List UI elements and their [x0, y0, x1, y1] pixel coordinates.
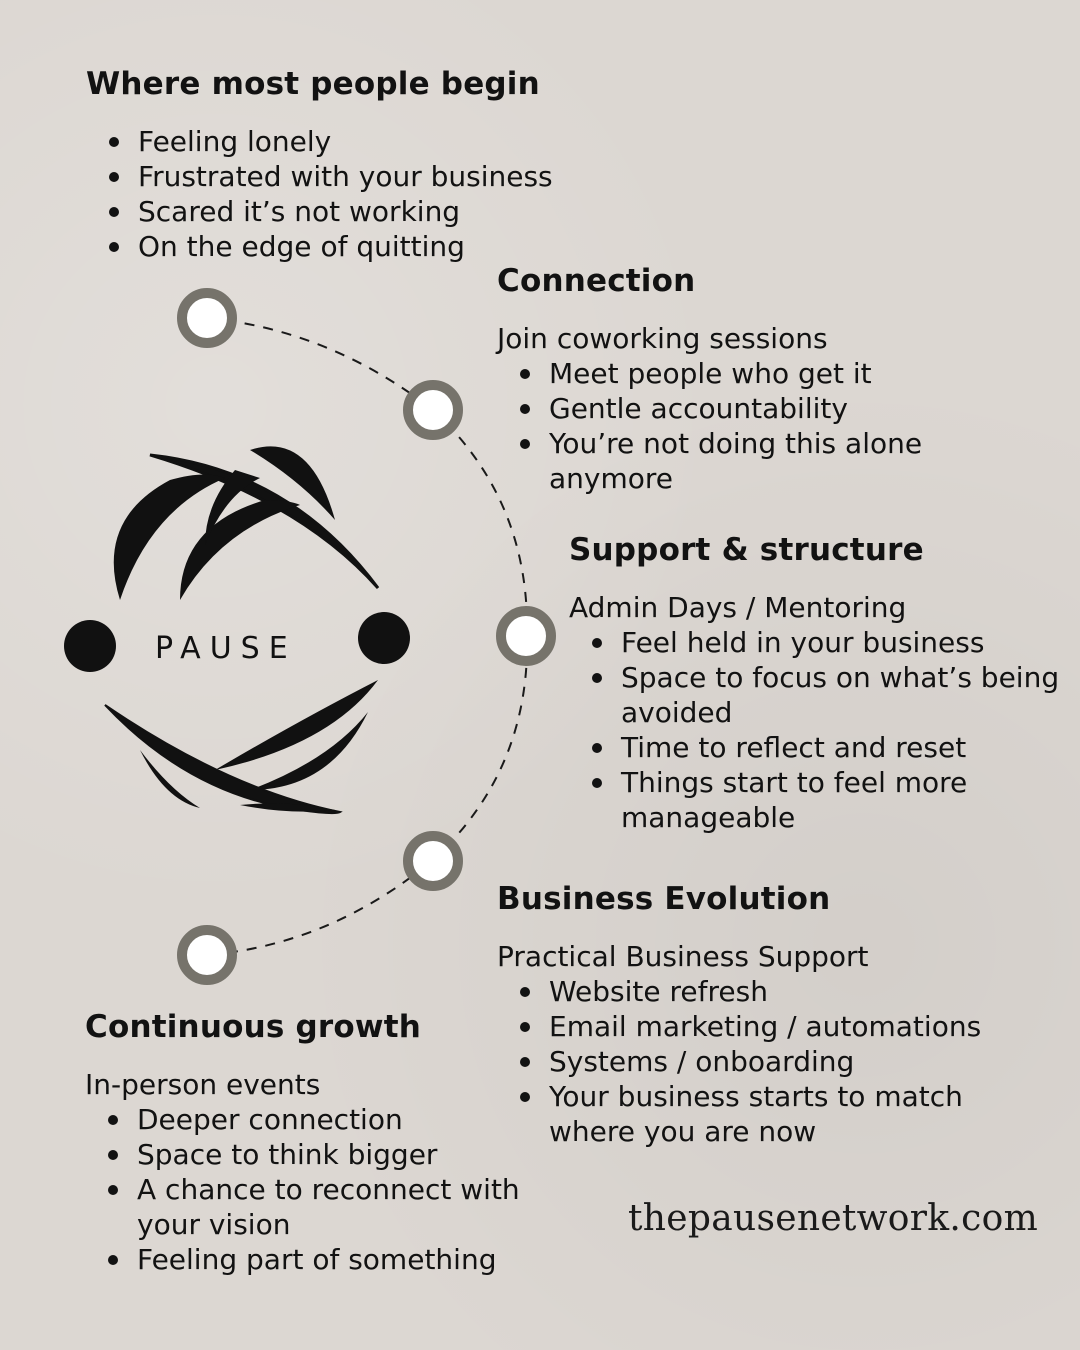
bottom-branch-icon: [104, 680, 378, 815]
list-item: Feeling part of something: [85, 1242, 535, 1277]
list-item: Frustrated with your business: [86, 159, 646, 194]
journey-node-2: [403, 380, 463, 440]
list-item: Email marketing / automations: [497, 1009, 997, 1044]
pause-logo: PAUSE: [64, 446, 410, 815]
stage-connection-title: Connection: [497, 263, 696, 299]
list-item: Your business starts to match where you …: [497, 1079, 979, 1149]
stage-evolution-title: Business Evolution: [497, 881, 831, 917]
stage-support: Support & structure Admin Days / Mentori…: [569, 532, 1059, 835]
list-item: Feeling lonely: [86, 124, 646, 159]
list-item: Gentle accountability: [497, 391, 957, 426]
list-item: Deeper connection: [85, 1102, 535, 1137]
journey-node-1: [177, 288, 237, 348]
journey-node-4: [403, 831, 463, 891]
stage-growth-subtitle: In-person events: [85, 1068, 321, 1101]
list-item: Space to focus on what’s being avoided: [569, 660, 1061, 730]
journey-node-3: [496, 606, 556, 666]
stage-evolution-subtitle: Practical Business Support: [497, 940, 869, 973]
stage-growth: Continuous growth In-person events Deepe…: [85, 1009, 535, 1277]
list-item: Time to reflect and reset: [569, 730, 1059, 765]
list-item: Website refresh: [497, 974, 997, 1009]
stage-support-list: Feel held in your business Space to focu…: [569, 625, 1059, 835]
list-item: Meet people who get it: [497, 356, 957, 391]
stage-growth-list: Deeper connection Space to think bigger …: [85, 1102, 535, 1277]
list-item: Things start to feel more manageable: [569, 765, 1021, 835]
stage-connection-subtitle: Join coworking sessions: [497, 322, 828, 355]
stage-evolution: Business Evolution Practical Business Su…: [497, 881, 997, 1149]
stage-begin-list: Feeling lonely Frustrated with your busi…: [86, 124, 646, 264]
stage-begin: Where most people begin Feeling lonely F…: [86, 66, 646, 264]
stage-connection-list: Meet people who get it Gentle accountabi…: [497, 356, 957, 496]
list-item: Scared it’s not working: [86, 194, 646, 229]
stage-support-subtitle: Admin Days / Mentoring: [569, 591, 907, 624]
logo-right-dot: [358, 612, 410, 664]
list-item: Space to think bigger: [85, 1137, 535, 1172]
stage-growth-title: Continuous growth: [85, 1009, 422, 1045]
top-branch-icon: [113, 446, 380, 600]
logo-left-dot: [64, 620, 116, 672]
list-item: Feel held in your business: [569, 625, 1059, 660]
stage-begin-title: Where most people begin: [86, 66, 540, 102]
stage-support-title: Support & structure: [569, 532, 924, 568]
stage-evolution-list: Website refresh Email marketing / automa…: [497, 974, 997, 1149]
journey-node-5: [177, 925, 237, 985]
list-item: On the edge of quitting: [86, 229, 646, 264]
list-item: A chance to reconnect with your vision: [85, 1172, 537, 1242]
stage-connection: Connection Join coworking sessions Meet …: [497, 263, 957, 496]
list-item: Systems / onboarding: [497, 1044, 997, 1079]
list-item: You’re not doing this alone anymore: [497, 426, 929, 496]
logo-wordmark: PAUSE: [155, 631, 297, 666]
website-url: thepausenetwork.com: [628, 1198, 1039, 1239]
